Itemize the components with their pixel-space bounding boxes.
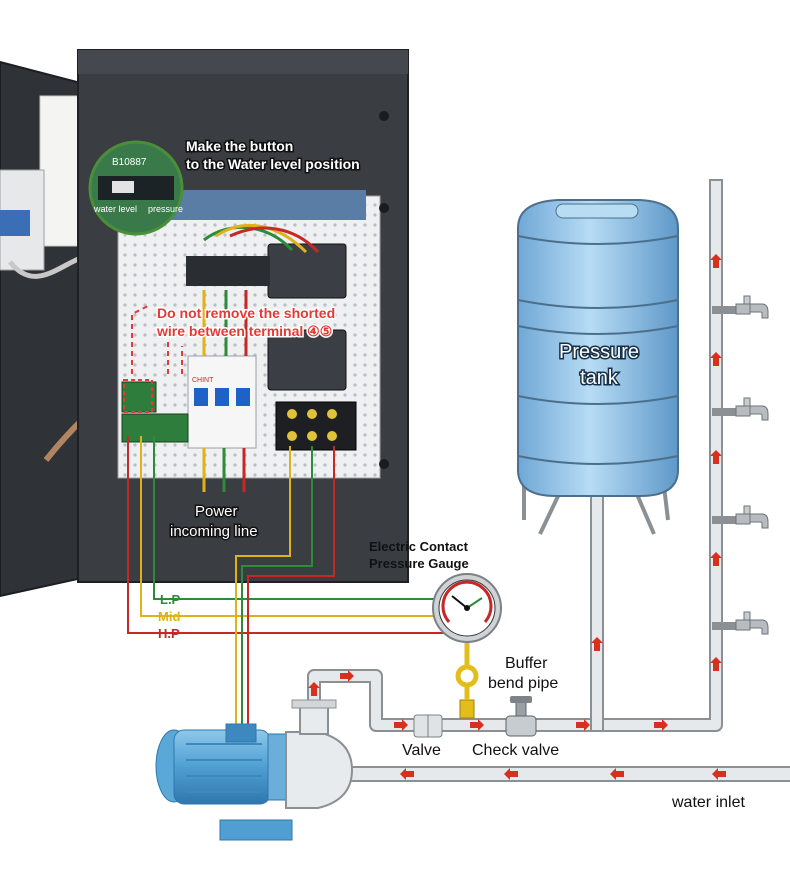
- power-line-label-2: incoming line: [170, 523, 258, 540]
- pressure-gauge-icon[interactable]: [432, 573, 502, 643]
- switch-label-water-level: water level: [93, 204, 137, 214]
- buffer-bend-pipe: [455, 640, 479, 719]
- tank-label-line1: Pressure: [559, 341, 639, 363]
- mode-switch-inset: B10887 water level pressure: [88, 140, 184, 236]
- switch-label-pressure: pressure: [148, 204, 183, 214]
- valve[interactable]: [413, 714, 443, 738]
- check-valve[interactable]: [505, 696, 537, 737]
- tank-label-line2: tank: [580, 367, 619, 389]
- wire-hp: [127, 436, 448, 634]
- button-note-line1: Make the button: [186, 138, 293, 154]
- gauge-signal-wires: [127, 436, 448, 634]
- shorted-note-line1: Do not remove the shorted: [157, 305, 335, 321]
- water-inlet-label: water inlet: [671, 794, 745, 811]
- pump-icon[interactable]: [155, 699, 354, 841]
- contactor-bottom: [267, 329, 347, 391]
- contactor-top: [267, 243, 347, 299]
- gauge-label-line2: Pressure Gauge: [369, 556, 469, 571]
- button-note-line2: to the Water level position: [186, 156, 360, 172]
- wire-mid: [140, 436, 444, 617]
- faucet-icon[interactable]: [735, 505, 769, 529]
- circuit-breaker[interactable]: CHINT: [187, 355, 257, 449]
- breaker-brand: CHINT: [192, 377, 214, 384]
- valve-label: Valve: [402, 742, 441, 759]
- gauge-label-line1: Electric Contact: [369, 539, 469, 554]
- buffer-label-line1: Buffer: [505, 655, 548, 672]
- power-line-label-1: Power: [195, 503, 238, 520]
- faucet-icon[interactable]: [735, 397, 769, 421]
- shorted-note-line2: wire between terminal ④⑤: [156, 323, 332, 339]
- control-cabinet: B10887 water level pressure CHINT: [0, 49, 409, 598]
- pressure-tank: Pressure tank: [517, 199, 679, 535]
- wire-lp: [153, 436, 448, 600]
- motor-power-wires: [235, 446, 335, 730]
- wire-label-hp: H.P: [158, 626, 180, 641]
- check-valve-label: Check valve: [472, 742, 559, 759]
- faucet-icon[interactable]: [735, 611, 769, 635]
- board-code: B10887: [112, 157, 147, 168]
- wire-label-mid: Mid: [158, 609, 180, 624]
- wire-label-lp: L.P: [160, 592, 181, 607]
- terminal-block: [275, 401, 357, 451]
- faucet-icon[interactable]: [735, 295, 769, 319]
- buffer-label-line2: bend pipe: [488, 675, 558, 692]
